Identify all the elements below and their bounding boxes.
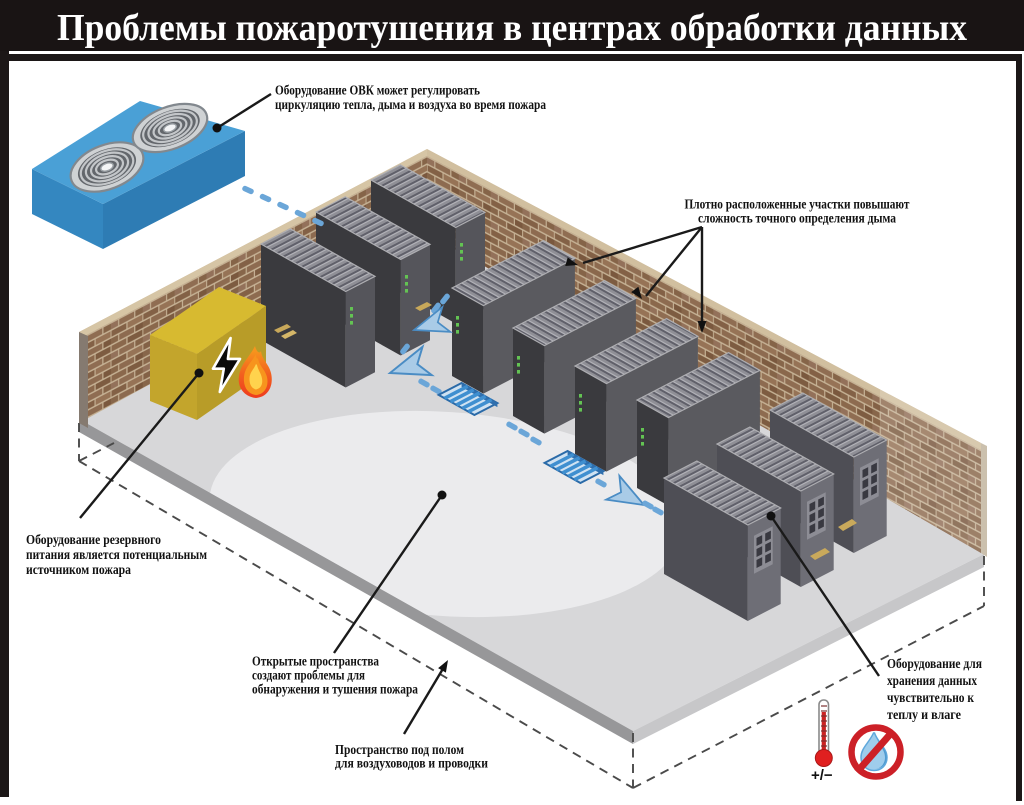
svg-text:циркуляцию тепла, дыма и возду: циркуляцию тепла, дыма и воздуха во врем…: [275, 97, 546, 112]
svg-text:хранения данных: хранения данных: [887, 673, 977, 688]
svg-text:для воздуховодов и проводки: для воздуховодов и проводки: [335, 756, 488, 771]
svg-text:источником пожара: источником пожара: [26, 562, 131, 577]
svg-text:создают проблемы для: создают проблемы для: [252, 668, 365, 683]
svg-text:питания является потенциальным: питания является потенциальным: [26, 547, 207, 562]
svg-text:+/−: +/−: [811, 767, 833, 784]
svg-text:сложность точного определения: сложность точного определения дыма: [698, 211, 896, 226]
svg-text:обнаружения и тушения пожара: обнаружения и тушения пожара: [252, 682, 418, 697]
svg-text:Открытые пространства: Открытые пространства: [252, 654, 379, 669]
svg-text:Пространство под полом: Пространство под полом: [335, 742, 464, 757]
svg-text:Проблемы пожаротушения в центр: Проблемы пожаротушения в центрах обработ…: [57, 7, 967, 49]
svg-text:Оборудование резервного: Оборудование резервного: [26, 532, 161, 547]
svg-text:Плотно расположенные участки п: Плотно расположенные участки повышают: [685, 197, 910, 212]
svg-text:Оборудование ОВК может регулир: Оборудование ОВК может регулировать: [275, 83, 480, 98]
svg-text:чувствительно к: чувствительно к: [887, 690, 974, 705]
svg-text:Оборудование для: Оборудование для: [887, 656, 982, 671]
svg-text:теплу и влаге: теплу и влаге: [887, 707, 961, 722]
